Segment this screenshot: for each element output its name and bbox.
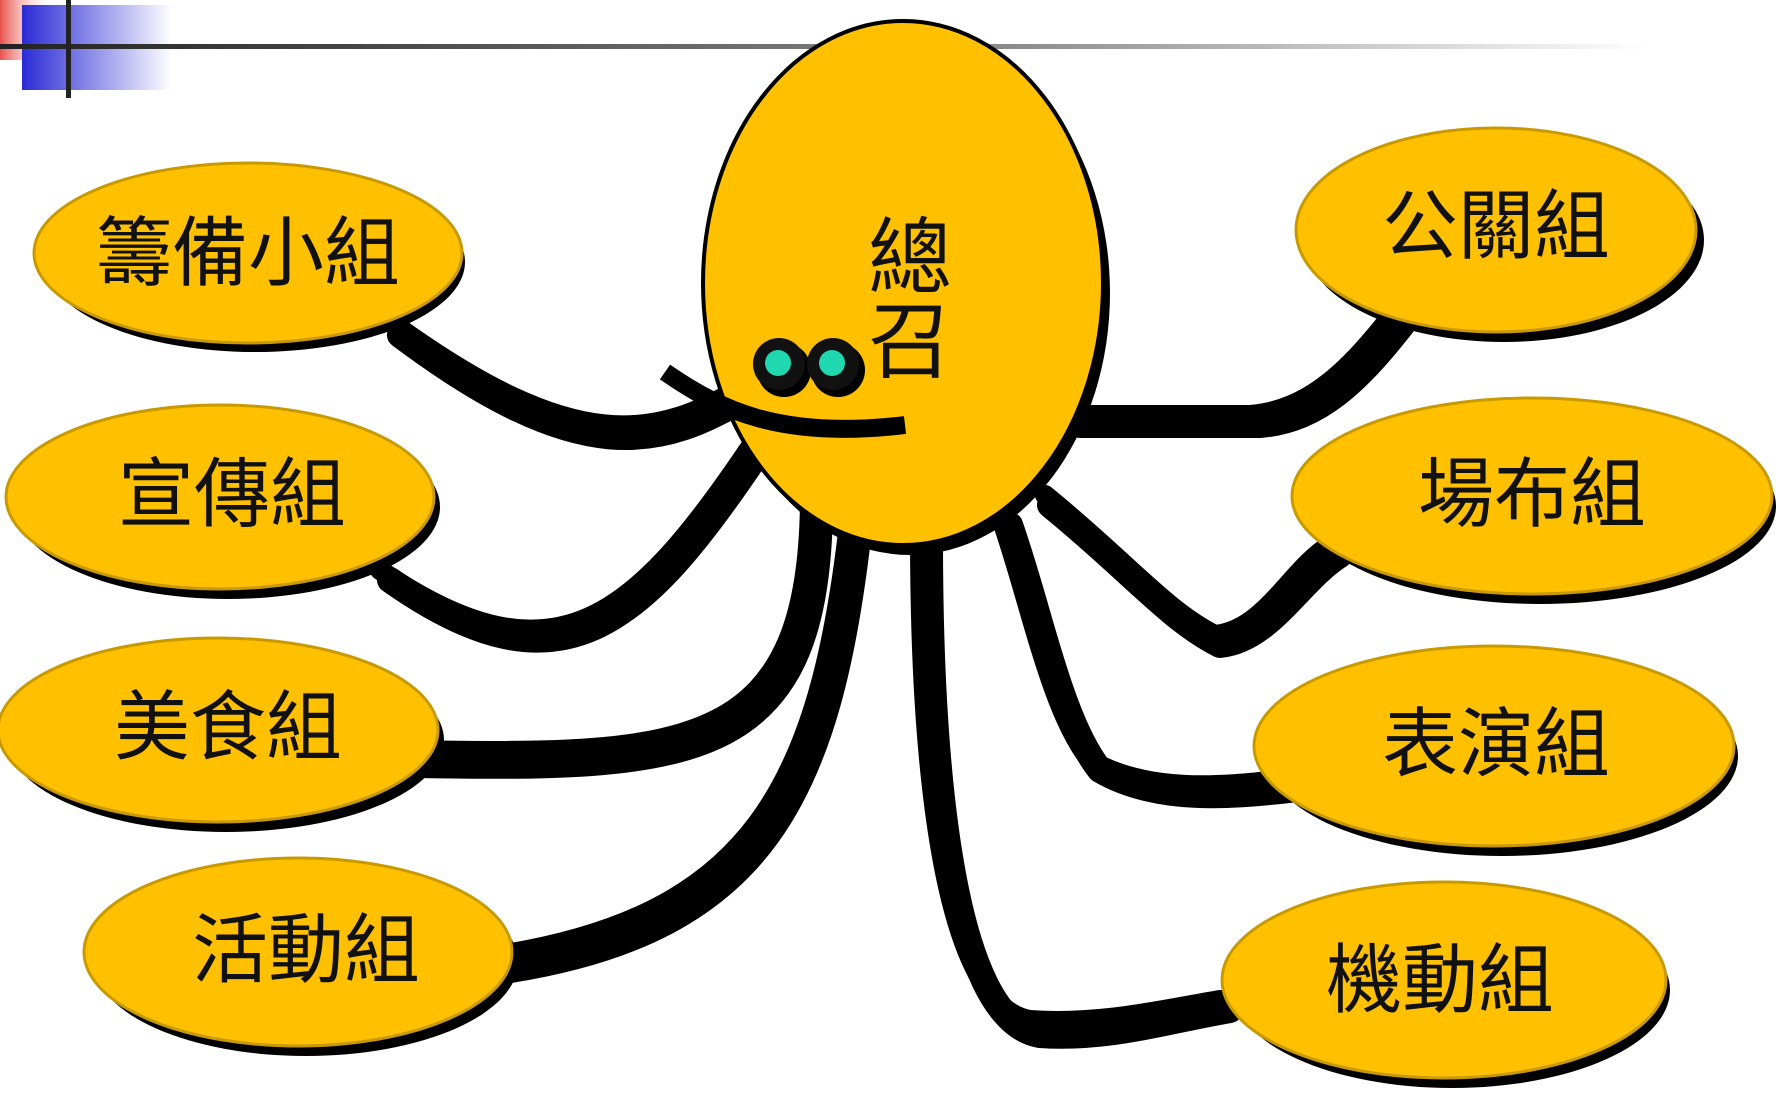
octopus-arms	[370, 295, 1423, 1049]
group-node-activity-label: 活動組	[192, 906, 420, 995]
header-vertical-tick	[66, 0, 71, 98]
group-node-venue-label: 場布組	[1418, 450, 1646, 539]
center-node-director: 總 召	[659, 19, 1110, 555]
group-node-performance-shape	[1252, 644, 1736, 848]
group-node-venue-shape	[1290, 396, 1774, 596]
center-node-shape	[701, 19, 1105, 547]
arm-to-mobile	[910, 525, 1230, 1031]
left-eye-iris	[765, 350, 791, 376]
group-node-venue: 場布組	[1290, 396, 1776, 604]
arm-to-venue	[1035, 485, 1340, 645]
group-node-public-relations-label: 公關組	[1382, 182, 1610, 271]
right-eye-iris	[819, 350, 845, 376]
arm-to-publicity	[370, 430, 765, 640]
group-node-performance-label: 表演組	[1382, 700, 1610, 789]
group-node-publicity-label: 宣傳組	[118, 450, 346, 539]
group-node-activity: 活動組	[82, 856, 518, 1056]
arm-to-public-relations-shadow	[1067, 302, 1423, 438]
center-node-label-line1: 總	[868, 209, 952, 307]
group-node-performance: 表演組	[1252, 644, 1738, 856]
arm-to-food-shadow	[407, 487, 833, 779]
group-node-activity-shape	[82, 856, 514, 1048]
group-node-food-label: 美食組	[114, 683, 342, 772]
arm-to-activity	[490, 505, 860, 965]
group-node-food-shape	[0, 636, 440, 824]
arm-to-performance	[990, 505, 1290, 796]
arm-to-activity-shadow	[497, 507, 873, 983]
group-node-mobile-label: 機動組	[1326, 936, 1554, 1025]
group-node-public-relations-shape	[1294, 126, 1698, 334]
center-node-label-line2: 召	[868, 293, 952, 391]
group-node-public-relations: 公關組	[1294, 126, 1704, 342]
group-node-food: 美食組	[0, 636, 444, 832]
octopus-mouth-icon	[659, 364, 907, 438]
group-node-publicity-shape	[4, 403, 436, 591]
group-node-preparatory: 籌備小組	[32, 161, 465, 352]
arm-to-food	[400, 485, 820, 761]
group-node-publicity: 宣傳組	[4, 403, 440, 599]
arm-to-public-relations	[1070, 295, 1410, 425]
group-node-mobile-shape	[1220, 880, 1668, 1080]
octopus-eyes-icon	[753, 338, 865, 397]
group-node-mobile: 機動組	[1220, 880, 1670, 1088]
group-node-preparatory-label: 籌備小組	[96, 209, 400, 298]
group-node-preparatory-shape	[32, 161, 464, 345]
